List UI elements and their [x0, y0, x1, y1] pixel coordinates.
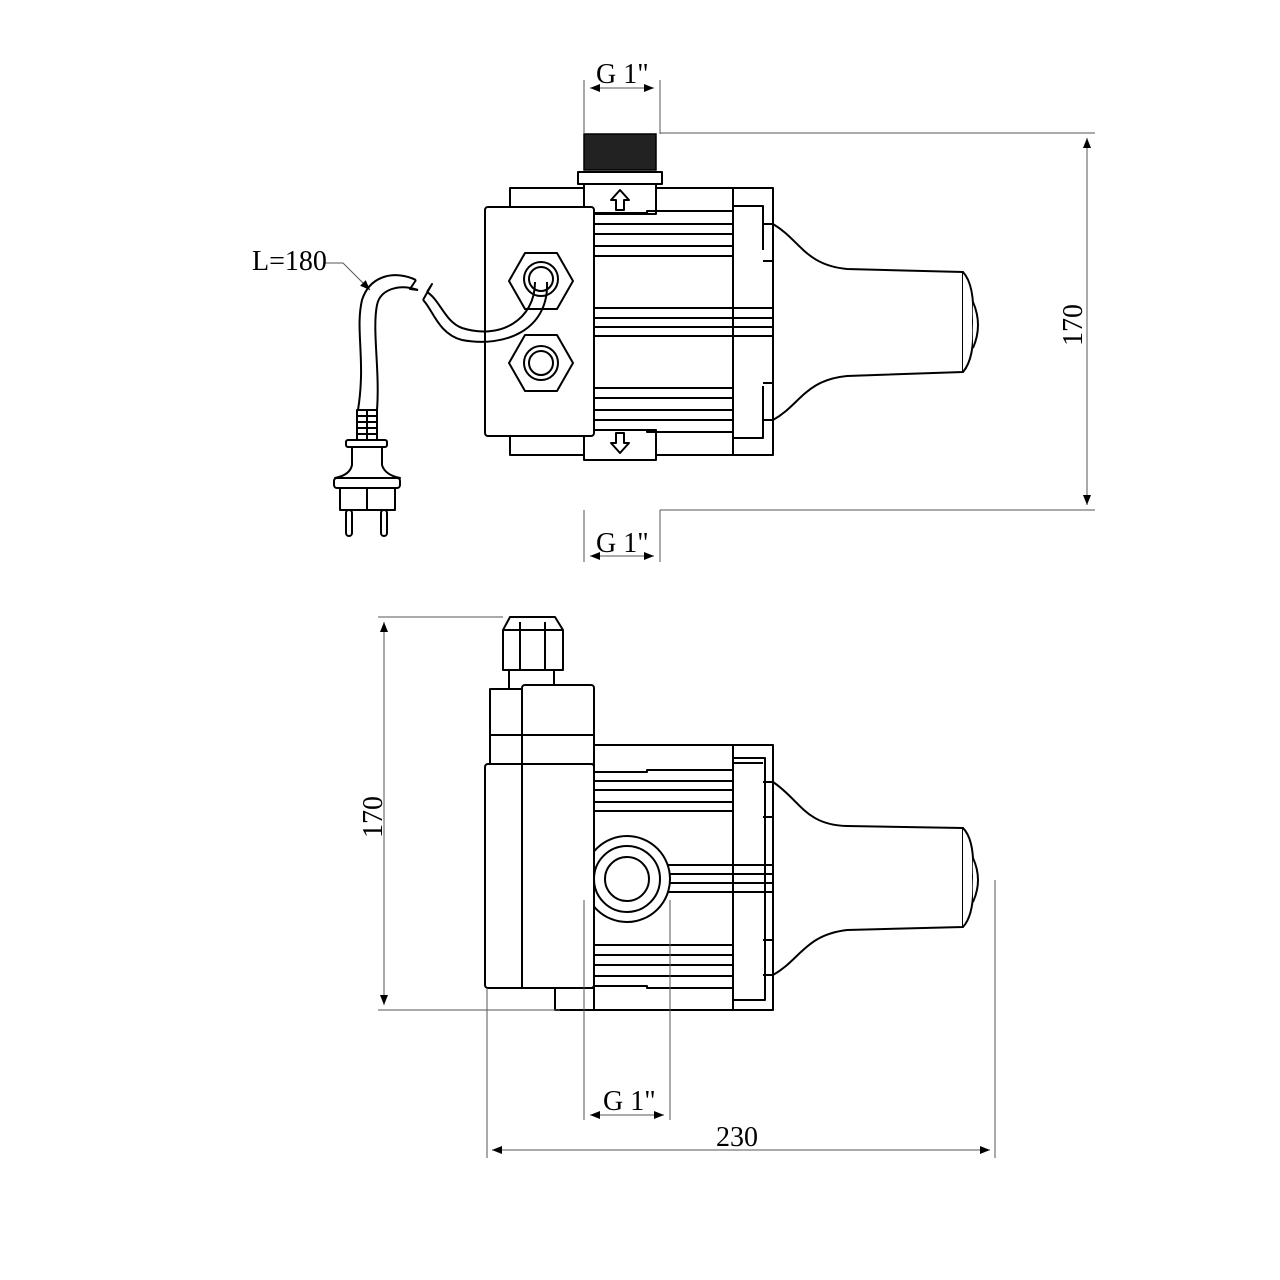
side-cable-gland	[502, 616, 564, 689]
power-cable	[357, 274, 549, 411]
side-body	[554, 744, 979, 1011]
side-port-thread-label: G 1"	[603, 1086, 656, 1117]
top-thread-fitting	[577, 133, 663, 185]
power-plug	[333, 409, 401, 537]
cable-gland-nut	[508, 252, 574, 310]
blank-gland-nut	[508, 334, 574, 392]
side-view-dimensions	[378, 616, 996, 1158]
side-terminal-cover	[484, 684, 595, 1011]
terminal-cover	[484, 206, 595, 437]
flow-up-arrow-icon	[610, 189, 630, 211]
side-view-height-label: 170	[358, 796, 389, 838]
top-view-dimensions	[325, 80, 1095, 562]
top-view: G 1" G 1" L=180 170	[252, 59, 1095, 562]
side-view-width-label: 230	[716, 1122, 758, 1153]
flow-down-arrow-icon	[610, 432, 630, 454]
top-view-height-label: 170	[1058, 304, 1089, 346]
top-thread-dimension-label: G 1"	[596, 59, 649, 90]
cable-length-label: L=180	[252, 246, 327, 277]
side-view: 170 G 1" 230	[358, 616, 996, 1158]
bottom-thread-dimension-label: G 1"	[596, 528, 649, 559]
side-port	[583, 835, 671, 923]
